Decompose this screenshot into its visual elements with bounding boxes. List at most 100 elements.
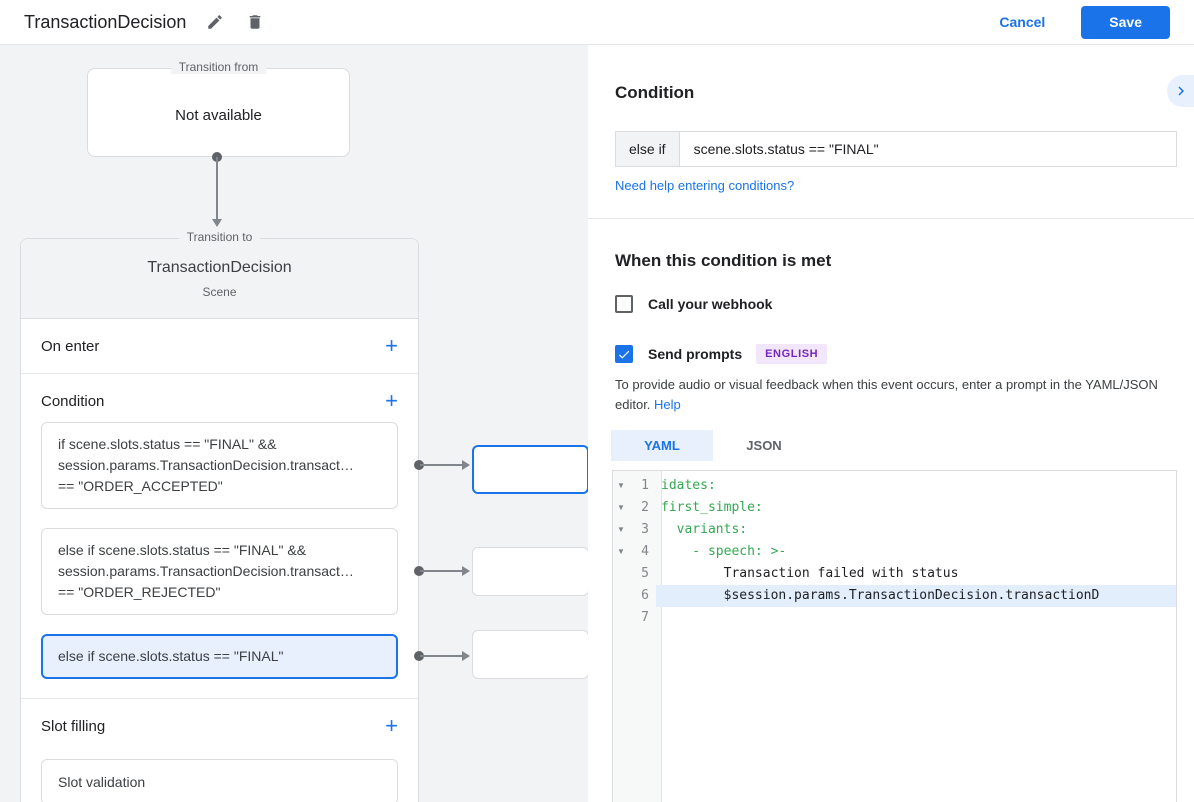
collapse-panel-button[interactable] — [1167, 75, 1194, 107]
condition-card[interactable]: else if scene.slots.status == "FINAL" — [41, 634, 398, 679]
send-prompts-checkbox[interactable] — [615, 345, 633, 363]
fold-arrow-icon[interactable]: ▼ — [617, 547, 625, 556]
transition-target-box[interactable] — [472, 445, 588, 494]
send-prompts-row: Send prompts ENGLISH — [615, 344, 828, 364]
condition-expression-input[interactable] — [679, 132, 1176, 166]
tab-yaml[interactable]: YAML — [611, 430, 713, 461]
connector-line — [420, 464, 462, 466]
connector-dot — [414, 651, 424, 661]
line-number: 7 — [641, 610, 649, 625]
language-badge: ENGLISH — [756, 344, 828, 364]
prompt-note: To provide audio or visual feedback when… — [615, 375, 1167, 415]
editor-line[interactable]: ▼ 3 variants: — [613, 519, 1176, 541]
transition-from-node[interactable]: Transition from Not available — [87, 60, 350, 157]
code-text: - speech: >- — [661, 544, 787, 559]
cancel-button[interactable]: Cancel — [999, 14, 1046, 30]
connector-line — [420, 570, 462, 572]
scene-node-header[interactable]: TransactionDecision Scene — [21, 239, 418, 319]
webhook-row: Call your webhook — [615, 295, 772, 313]
add-slot-button[interactable]: + — [385, 713, 398, 738]
transition-to-node: Transition to TransactionDecision Scene … — [20, 230, 419, 802]
trash-icon — [250, 15, 261, 29]
line-number: 1 — [641, 478, 649, 493]
code-text: first_simple: — [661, 500, 763, 515]
editor-line[interactable]: 5 Transaction failed with status — [613, 563, 1176, 585]
arrow-right-icon — [462, 566, 470, 576]
code-text: idates: — [661, 478, 716, 493]
condition-help-link[interactable]: Need help entering conditions? — [615, 178, 795, 193]
arrow-down-icon — [212, 219, 222, 227]
prompt-help-link[interactable]: Help — [654, 397, 681, 413]
condition-card-line: else if scene.slots.status == "FINAL" && — [58, 542, 307, 558]
line-number: 6 — [641, 588, 649, 603]
transition-target-box[interactable] — [472, 547, 588, 596]
prompt-note-text: To provide audio or visual feedback when… — [615, 377, 1158, 413]
editor-tabs: YAML JSON — [611, 430, 815, 461]
transition-from-content: Not available — [175, 107, 262, 124]
fold-arrow-empty — [613, 607, 629, 629]
arrow-right-icon — [462, 651, 470, 661]
editor-line[interactable]: 7 — [613, 607, 1176, 629]
line-number: 3 — [641, 522, 649, 537]
condition-card-line: if scene.slots.status == "FINAL" && — [58, 436, 277, 452]
delete-scene-button[interactable] — [244, 11, 266, 33]
scene-type-label: Scene — [202, 285, 237, 299]
when-condition-heading: When this condition is met — [615, 251, 832, 270]
editor-line[interactable]: 6 $session.params.TransactionDecision.tr… — [613, 585, 1176, 607]
transition-target-box[interactable] — [472, 630, 588, 679]
fold-arrow-icon[interactable]: ▼ — [617, 503, 625, 512]
editor-line[interactable]: ▼ 1 idates: — [613, 475, 1176, 497]
condition-detail-panel: Condition else if Need help entering con… — [588, 45, 1194, 802]
slot-filling-header: Slot filling + — [21, 699, 418, 747]
arrow-right-icon — [462, 460, 470, 470]
fold-arrow-empty — [613, 585, 629, 607]
tab-json[interactable]: JSON — [713, 430, 815, 461]
condition-card-line: session.params.TransactionDecision.trans… — [58, 563, 354, 579]
condition-card-line: == "ORDER_REJECTED" — [58, 584, 221, 600]
scene-name: TransactionDecision — [147, 259, 292, 276]
line-number: 5 — [641, 566, 649, 581]
condition-section-label: Condition — [41, 392, 105, 410]
send-prompts-label: Send prompts — [648, 346, 743, 362]
top-bar: TransactionDecision Cancel Save — [0, 0, 1194, 45]
condition-card[interactable]: else if scene.slots.status == "FINAL" &&… — [41, 528, 398, 615]
fold-arrow-icon[interactable]: ▼ — [617, 481, 625, 490]
save-button[interactable]: Save — [1081, 5, 1170, 39]
code-text: Transaction failed with status — [661, 566, 959, 581]
panel-divider — [588, 218, 1194, 219]
condition-input-group: else if — [615, 131, 1177, 167]
code-text: $session.params.TransactionDecision.tran… — [656, 585, 1176, 607]
condition-card-line: else if scene.slots.status == "FINAL" — [58, 648, 284, 664]
condition-heading: Condition — [615, 83, 695, 102]
transition-to-legend: Transition to — [178, 230, 261, 244]
condition-section-header: Condition + — [21, 374, 418, 422]
line-number: 4 — [641, 544, 649, 559]
condition-cards: if scene.slots.status == "FINAL" && sessi… — [21, 422, 418, 679]
condition-card[interactable]: if scene.slots.status == "FINAL" && sessi… — [41, 422, 398, 509]
chevron-right-icon — [1177, 86, 1184, 96]
editor-gutter — [613, 471, 662, 802]
scene-diagram-canvas: Transition from Not available Transition… — [0, 45, 588, 802]
call-webhook-checkbox[interactable] — [615, 295, 633, 313]
condition-card-line: == "ORDER_ACCEPTED" — [58, 478, 223, 494]
connector-dot — [414, 460, 424, 470]
page-title: TransactionDecision — [24, 11, 187, 32]
pencil-icon — [208, 15, 223, 29]
add-on-enter-button[interactable]: + — [385, 333, 398, 358]
slot-filling-label: Slot filling — [41, 717, 106, 735]
editor-line[interactable]: ▼ 4 - speech: >- — [613, 541, 1176, 563]
edit-name-button[interactable] — [204, 11, 226, 33]
condition-card-line: session.params.TransactionDecision.trans… — [58, 457, 354, 473]
section-divider — [21, 698, 418, 699]
on-enter-row[interactable]: On enter + — [21, 319, 418, 374]
slot-validation-card[interactable]: Slot validation — [41, 759, 398, 802]
code-text: variants: — [661, 522, 748, 537]
connector-dot — [414, 566, 424, 576]
add-condition-button[interactable]: + — [385, 388, 398, 413]
condition-prefix: else if — [616, 132, 680, 166]
fold-arrow-icon[interactable]: ▼ — [617, 525, 625, 534]
